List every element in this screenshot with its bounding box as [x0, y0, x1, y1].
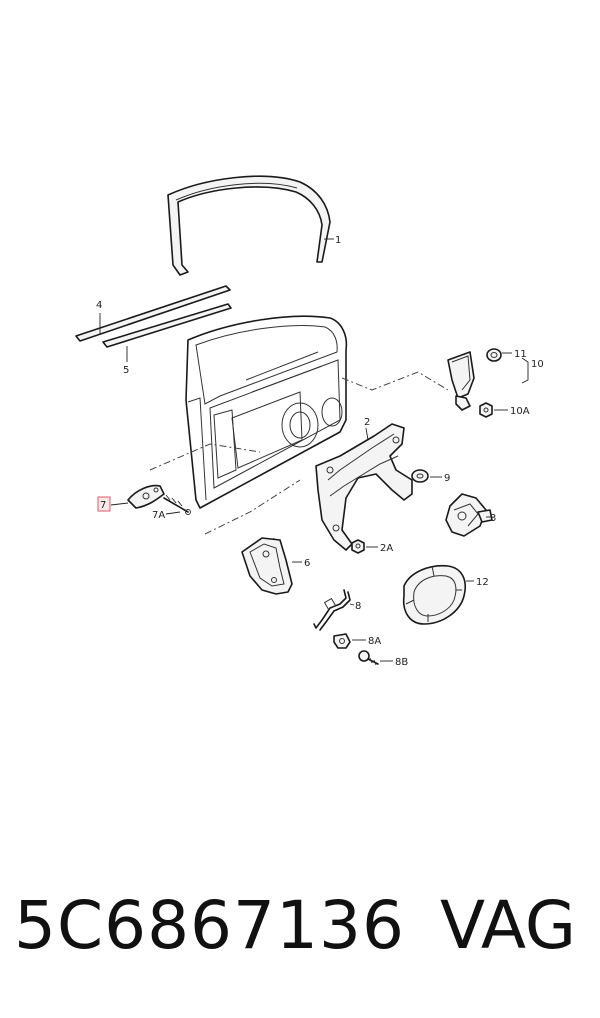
part-10a-nut: 10A: [479, 402, 530, 418]
callout-8: 8: [355, 601, 361, 612]
callout-5: 5: [123, 365, 129, 376]
part-10-mirror-bracket: 10: [447, 351, 544, 411]
callout-9: 9: [444, 473, 450, 484]
brand-label: VAG: [440, 887, 577, 964]
part-number: 5C6867136: [14, 887, 406, 964]
callout-12: 12: [476, 577, 489, 588]
door-shell: [185, 315, 348, 509]
part-7a-pin: 7A: [152, 494, 191, 521]
callout-7: 7: [100, 500, 106, 511]
part-6-panel-sheet: 6: [241, 537, 310, 595]
callout-7a: 7A: [152, 510, 165, 521]
part-12-foam-ring: 12: [402, 564, 489, 625]
part-8b-screw: 8B: [358, 650, 408, 668]
callout-8a: 8A: [368, 636, 381, 647]
part-1-frame-seal: 1: [167, 175, 341, 276]
callout-7-highlight: [97, 496, 111, 512]
callout-2a: 2A: [380, 543, 393, 554]
callout-3: 3: [490, 513, 496, 524]
part-8-rod: 8: [313, 589, 361, 631]
part-4-outer-strip: 4: [75, 285, 231, 342]
part-2a-nut: 2A: [351, 539, 393, 554]
part-2-window-regulator: 2: [315, 417, 413, 551]
part-9-grommet: 9: [411, 469, 450, 484]
part-5-inner-strip: 5: [102, 303, 232, 376]
part-8a-clip: 8A: [333, 633, 381, 649]
callout-10: 10: [531, 359, 544, 370]
part-7-bracket: 7: [97, 484, 165, 512]
callout-2: 2: [364, 417, 370, 428]
assembly-lines: [149, 371, 449, 551]
part-3-window-motor: 3: [445, 493, 496, 537]
callout-4: 4: [96, 300, 102, 311]
callout-10a: 10A: [510, 406, 530, 417]
callout-8b: 8B: [395, 657, 408, 668]
part-11-nut: 11: [486, 348, 527, 362]
callout-6: 6: [304, 558, 310, 569]
callout-1: 1: [335, 235, 341, 246]
callout-11: 11: [514, 349, 527, 360]
